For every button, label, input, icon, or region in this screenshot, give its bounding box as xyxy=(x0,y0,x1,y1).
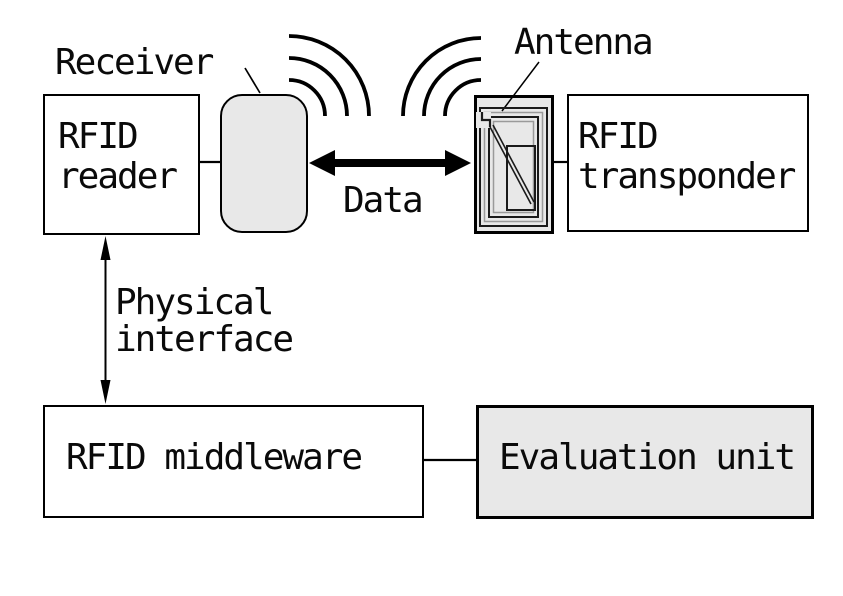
evaluation-unit-label: Evaluation unit xyxy=(499,437,796,478)
receiver-label: Receiver xyxy=(55,42,214,83)
receiver-antenna-shape xyxy=(220,94,308,233)
antenna-stick-line xyxy=(244,67,261,94)
transponder-antenna-box xyxy=(474,95,554,234)
radio-waves-right-icon xyxy=(401,36,482,117)
data-arrow xyxy=(309,150,471,176)
antenna-label: Antenna xyxy=(514,22,654,63)
rfid-transponder-label: RFID transponder xyxy=(578,116,796,197)
rfid-transponder-box: RFID transponder xyxy=(567,94,809,232)
physical-interface-arrow xyxy=(100,236,111,404)
rfid-reader-box: RFID reader xyxy=(43,94,200,235)
rfid-middleware-box: RFID middleware xyxy=(43,405,424,518)
evaluation-unit-box: Evaluation unit xyxy=(476,405,814,519)
physical-interface-label: Physical interface xyxy=(115,282,294,360)
rfid-reader-label: RFID reader xyxy=(58,116,178,197)
rfid-middleware-label: RFID middleware xyxy=(66,436,363,478)
data-label: Data xyxy=(343,180,424,221)
